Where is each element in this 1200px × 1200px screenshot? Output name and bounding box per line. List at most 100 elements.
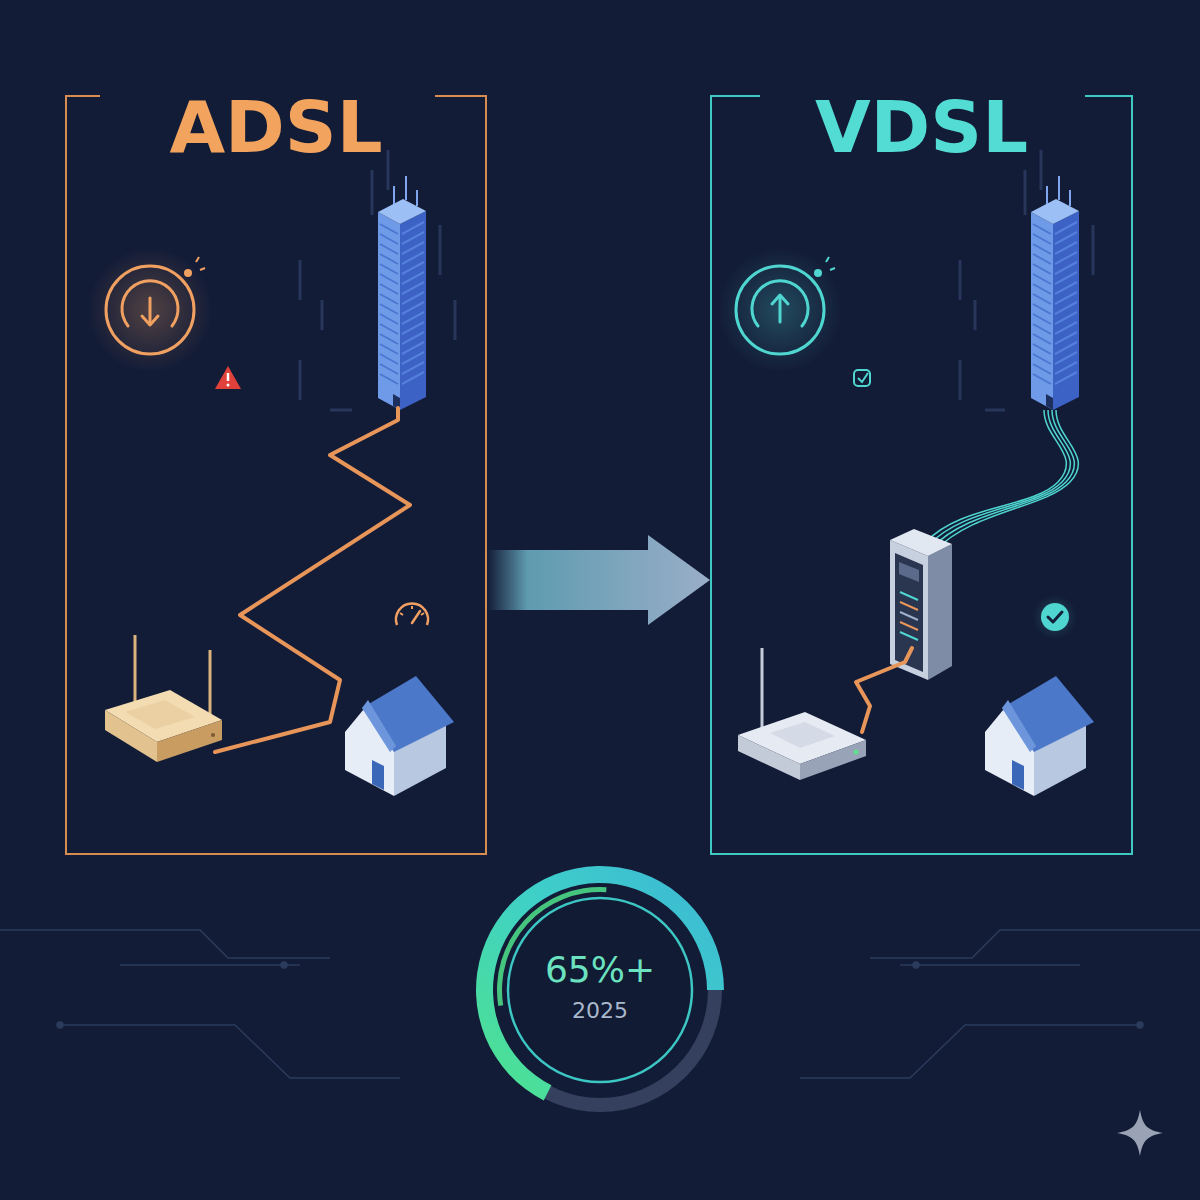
- vdsl-router: [738, 648, 866, 780]
- panel-heading: ADSL: [67, 91, 485, 163]
- street-cabinet: [900, 622, 918, 630]
- warning-icon: [215, 366, 241, 389]
- adsl-panel: ADSL: [65, 95, 487, 855]
- border-stub: [65, 95, 100, 97]
- warning-icon: [227, 384, 230, 387]
- street-cabinet: [928, 544, 952, 680]
- speed-up-icon: [814, 269, 822, 277]
- fiber-lines: [929, 410, 1070, 545]
- data-streaks: [1092, 225, 1095, 275]
- secure-icon: [854, 370, 870, 386]
- data-streaks: [439, 225, 442, 275]
- adsl-router: [134, 635, 137, 705]
- small-gauge: [412, 611, 420, 623]
- speed-down-icon: [196, 257, 199, 262]
- small-gauge: [396, 603, 428, 625]
- data-streaks: [974, 300, 977, 330]
- check-icon: [1033, 595, 1077, 639]
- street-cabinet: [890, 529, 952, 556]
- vdsl-router: [770, 722, 835, 748]
- street-cabinet: [900, 592, 918, 600]
- circuit-lines: [60, 1025, 400, 1078]
- secure-icon: [854, 370, 870, 386]
- data-streaks: [299, 260, 302, 300]
- check-icon: [1041, 603, 1069, 631]
- street-cabinet: [900, 632, 918, 640]
- warning-icon: [227, 373, 230, 381]
- house: [985, 676, 1094, 796]
- speed-down-icon: [149, 298, 152, 324]
- ring-value: 65%+: [545, 949, 655, 991]
- data-streaks: [985, 409, 1005, 412]
- check-icon: [1033, 595, 1077, 639]
- data-streaks: [959, 360, 962, 400]
- data-streaks: [1024, 170, 1027, 215]
- house: [1002, 676, 1094, 752]
- warning-icon: [215, 366, 241, 389]
- check-icon: [1048, 612, 1062, 622]
- adsl-router: [209, 650, 212, 720]
- ring-progress: [476, 866, 724, 1100]
- office-building: [1031, 176, 1079, 410]
- border-stub: [710, 95, 760, 97]
- ring-core: [508, 898, 692, 1082]
- house: [1002, 700, 1036, 752]
- speed-up-icon: [830, 268, 835, 270]
- speed-up-icon: [826, 257, 829, 262]
- speed-up-icon: [779, 296, 782, 322]
- data-streaks: [299, 360, 302, 400]
- circuit-lines: [1137, 1022, 1143, 1028]
- fiber-lines: [926, 410, 1078, 551]
- circuit-lines: [281, 962, 287, 968]
- small-gauge: [400, 613, 403, 615]
- circuit-lines: [0, 930, 330, 958]
- copper-wire: [856, 648, 912, 732]
- data-streaks: [300, 150, 1093, 410]
- circuit-lines: [870, 930, 1200, 958]
- secure-icon: [858, 373, 868, 382]
- adsl-router: [125, 700, 195, 729]
- speed-up-icon: [718, 248, 842, 372]
- house: [1012, 760, 1024, 790]
- vdsl-router: [800, 740, 866, 780]
- adoption-ring: 65%+ 2025: [470, 860, 730, 1120]
- border-stub: [1085, 95, 1133, 97]
- data-streaks: [371, 170, 374, 215]
- speed-up-icon: [772, 295, 788, 304]
- transition-arrow: [487, 535, 710, 625]
- data-streaks: [387, 150, 390, 190]
- data-streaks: [959, 260, 962, 300]
- border-stub: [435, 95, 487, 97]
- circuit-lines: [120, 964, 300, 966]
- circuit-lines: [913, 962, 919, 968]
- fiber-lines: [932, 410, 1074, 548]
- speed-down-icon: [184, 269, 192, 277]
- data-streaks: [1040, 150, 1043, 190]
- street-cabinet: [900, 602, 918, 610]
- fiber-lines: [935, 410, 1078, 551]
- speed-up-icon: [752, 281, 808, 326]
- house: [345, 676, 454, 796]
- speed-down-icon: [122, 281, 178, 326]
- house: [362, 676, 454, 752]
- ring-year: 2025: [572, 997, 628, 1025]
- circuit-lines: [57, 1022, 63, 1028]
- adsl-router: [211, 733, 215, 737]
- vdsl-panel: VDSL: [710, 95, 1133, 855]
- small-gauge: [411, 606, 413, 609]
- speed-down-icon: [88, 248, 212, 372]
- speed-down-icon: [88, 248, 212, 372]
- circuit-lines: [800, 1025, 1140, 1078]
- speed-down-icon: [142, 316, 158, 325]
- speed-down-icon: [200, 268, 205, 270]
- house: [362, 700, 396, 752]
- small-gauge: [421, 613, 424, 615]
- data-streaks: [330, 409, 352, 412]
- street-cabinet: [899, 562, 919, 582]
- house: [372, 760, 384, 790]
- speed-down-icon: [106, 266, 194, 354]
- adsl-router: [105, 635, 222, 762]
- fiber-lines: [926, 410, 1066, 542]
- small-gauge: [396, 603, 428, 625]
